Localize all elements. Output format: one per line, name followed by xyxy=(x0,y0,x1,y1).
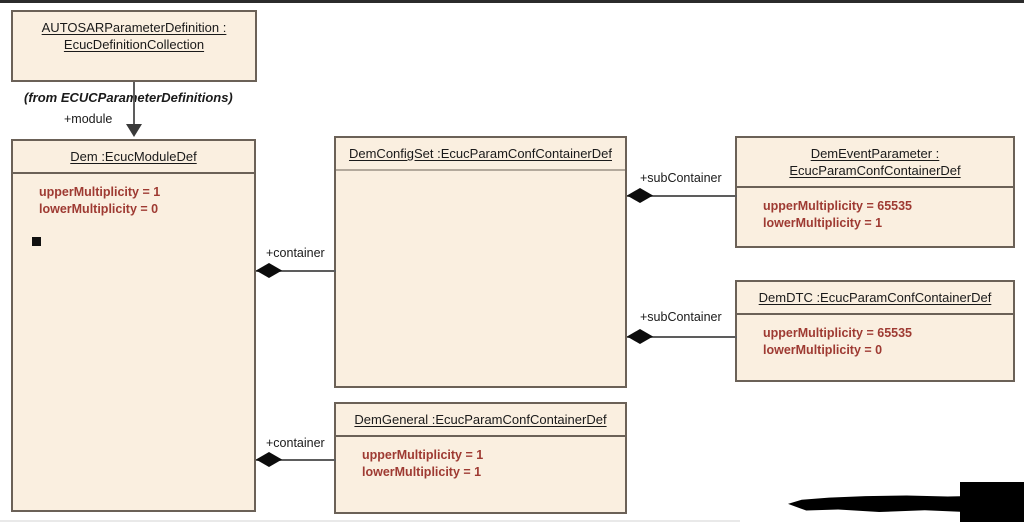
class-title-line: EcucParamConfContainerDef xyxy=(789,163,961,178)
connector-container-config-set-line xyxy=(256,270,336,272)
connector-container-general-label: +container xyxy=(266,436,325,450)
class-attributes-dem-event-parameter: upperMultiplicity = 65535 lowerMultiplic… xyxy=(737,188,1013,232)
attribute-upper-multiplicity: upperMultiplicity = 65535 xyxy=(763,199,913,213)
attribute-lower-multiplicity: lowerMultiplicity = 0 xyxy=(763,343,883,357)
class-divider-dem-dtc xyxy=(737,313,1013,315)
connector-container-general-line xyxy=(256,459,336,461)
connector-subcontainer-dtc-line xyxy=(627,336,737,338)
class-title-dem-general: DemGeneral :EcucParamConfContainerDef xyxy=(336,404,625,435)
bottom-edge-band xyxy=(0,520,740,522)
class-title-line: DemGeneral :EcucParamConfContainerDef xyxy=(354,412,607,427)
class-box-dem-general[interactable]: DemGeneral :EcucParamConfContainerDef up… xyxy=(334,402,627,514)
class-box-dem-event-parameter[interactable]: DemEventParameter : EcucParamConfContain… xyxy=(735,136,1015,248)
connector-subcontainer-event-line xyxy=(627,195,737,197)
class-title-line: DemEventParameter : xyxy=(810,146,940,161)
class-title-line: EcucDefinitionCollection xyxy=(63,37,205,52)
class-divider-dem-event-parameter xyxy=(737,186,1013,188)
attribute-upper-multiplicity: upperMultiplicity = 65535 xyxy=(763,326,913,340)
class-title-dem-config-set: DemConfigSet :EcucParamConfContainerDef xyxy=(336,138,625,169)
class-attributes-dem-general: upperMultiplicity = 1 lowerMultiplicity … xyxy=(336,437,625,481)
attribute-lower-multiplicity: lowerMultiplicity = 1 xyxy=(763,216,883,230)
class-box-autosar-parameter-definition[interactable]: AUTOSARParameterDefinition : EcucDefinit… xyxy=(11,10,257,82)
class-box-dem-config-set[interactable]: DemConfigSet :EcucParamConfContainerDef xyxy=(334,136,627,388)
class-divider-dem-config-set xyxy=(336,169,625,171)
class-title-dem-dtc: DemDTC :EcucParamConfContainerDef xyxy=(737,282,1013,313)
package-note-ecuc-parameter-definitions: (from ECUCParameterDefinitions) xyxy=(24,90,233,105)
class-title-line: DemDTC :EcucParamConfContainerDef xyxy=(758,290,992,305)
class-title-dem: Dem :EcucModuleDef xyxy=(13,141,254,172)
class-title-dem-event-parameter: DemEventParameter : EcucParamConfContain… xyxy=(737,138,1013,186)
class-box-dem[interactable]: Dem :EcucModuleDef upperMultiplicity = 1… xyxy=(11,139,256,512)
attribute-lower-multiplicity: lowerMultiplicity = 0 xyxy=(39,202,159,216)
class-divider-dem-general xyxy=(336,435,625,437)
composition-diamond-subcontainer-dtc xyxy=(627,329,653,344)
composition-diamond-subcontainer-event xyxy=(627,188,653,203)
class-divider-dem xyxy=(13,172,254,174)
attribute-upper-multiplicity: upperMultiplicity = 1 xyxy=(362,448,484,462)
top-edge-band xyxy=(0,0,1024,3)
composition-diamond-container-config-set xyxy=(256,263,282,278)
attribute-upper-multiplicity: upperMultiplicity = 1 xyxy=(39,185,161,199)
connector-module-label: +module xyxy=(64,112,113,126)
class-title-line: DemConfigSet :EcucParamConfContainerDef xyxy=(348,146,612,161)
connector-subcontainer-event-label: +subContainer xyxy=(640,171,722,185)
attribute-lower-multiplicity: lowerMultiplicity = 1 xyxy=(362,465,482,479)
composition-diamond-container-general xyxy=(256,452,282,467)
class-attributes-dem-dtc: upperMultiplicity = 65535 lowerMultiplic… xyxy=(737,315,1013,359)
connector-module-arrowhead xyxy=(126,124,142,137)
connector-subcontainer-dtc-label: +subContainer xyxy=(640,310,722,324)
class-box-dem-dtc[interactable]: DemDTC :EcucParamConfContainerDef upperM… xyxy=(735,280,1015,382)
image-artifact-blob-tail xyxy=(960,482,1024,522)
class-title-autosar-parameter-definition: AUTOSARParameterDefinition : EcucDefinit… xyxy=(13,12,255,60)
class-title-line: Dem :EcucModuleDef xyxy=(70,149,197,164)
connector-container-config-set-label: +container xyxy=(266,246,325,260)
class-title-line: AUTOSARParameterDefinition : xyxy=(41,20,227,35)
class-attributes-dem: upperMultiplicity = 1 lowerMultiplicity … xyxy=(13,174,254,218)
image-artifact-blob xyxy=(788,495,1016,512)
selection-marker xyxy=(32,237,41,246)
connector-module-line xyxy=(133,82,135,126)
